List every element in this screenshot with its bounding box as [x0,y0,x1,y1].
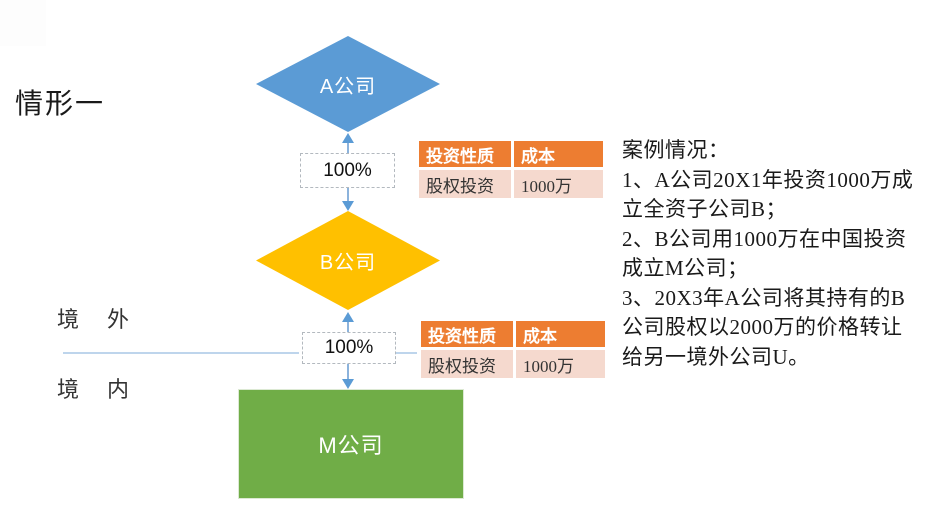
table-header-cost: 成本 [514,141,603,167]
corner-artifact [0,0,46,46]
scenario-title: 情形一 [15,89,106,120]
company-a-label: A公司 [319,75,377,98]
company-m-node: M公司 [238,389,464,499]
table-cell-nature: 股权投资 [419,170,511,198]
case-line: 1、A公司20X1年投资1000万成 [622,167,914,192]
ownership-b-m-box: 100% [302,332,396,364]
case-line: 公司股权以2000万的价格转让 [622,315,903,339]
case-line: 给另一境外公司U。 [622,344,810,369]
table-header-nature: 投资性质 [419,141,511,167]
arrow-a-b-up-head [342,133,354,143]
table-cell-cost: 1000万 [516,350,605,378]
diamond-shape-a [256,36,440,132]
company-m-label: M公司 [318,433,384,458]
table-cell-nature: 股权投资 [421,350,513,378]
outside-border-label: 境 外 [57,307,133,332]
inside-border-label: 境 内 [57,377,133,402]
case-line: 成立M公司； [622,256,749,280]
case-line: 3、20X3年A公司将其持有的B [622,285,906,310]
ownership-a-b-box: 100% [300,153,395,188]
arrow-a-b-down-head [342,201,354,211]
ownership-a-b-label: 100% [323,159,372,181]
table-header-cost: 成本 [516,321,605,347]
case-line: 案例情况： [622,138,730,162]
company-b-label: B公司 [319,252,377,274]
company-a-node: A公司 [256,36,440,132]
investment-table-b-m: 投资性质 成本 股权投资 1000万 [421,321,605,378]
case-description-panel: 案例情况： 1、A公司20X1年投资1000万成 立全资子公司B； 2、B公司用… [622,136,948,372]
diamond-shape-b [256,211,440,310]
ownership-b-m-label: 100% [324,337,374,358]
table-cell-cost: 1000万 [514,170,603,198]
company-b-node: B公司 [256,211,440,310]
arrow-b-m-down-head [342,379,354,389]
investment-table-a-b: 投资性质 成本 股权投资 1000万 [419,141,603,198]
case-line: 立全资子公司B； [622,197,788,221]
case-line: 2、B公司用1000万在中国投资 [622,226,907,251]
arrow-b-m-up-head [342,312,354,322]
table-header-nature: 投资性质 [421,321,513,347]
